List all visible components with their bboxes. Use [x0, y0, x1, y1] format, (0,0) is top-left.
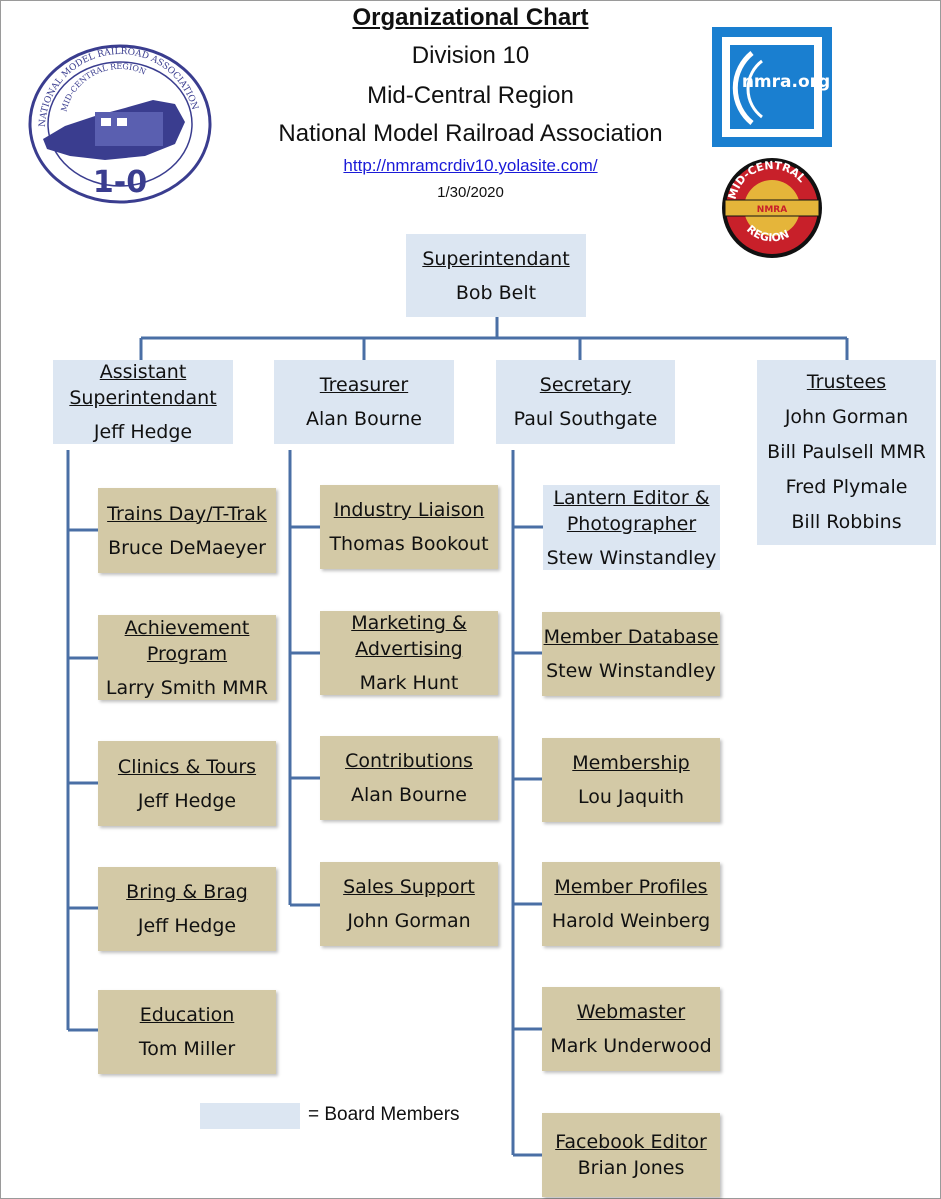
- person-name: Brian Jones: [577, 1157, 685, 1179]
- division-name: Division 10: [411, 42, 530, 69]
- secretary-box: Secretary Paul Southgate: [496, 360, 675, 444]
- person-name: Alan Bourne: [351, 784, 467, 806]
- position-box: Sales Support John Gorman: [320, 862, 498, 946]
- person-name: Thomas Bookout: [329, 533, 489, 555]
- person-name: Jeff Hedge: [137, 915, 237, 937]
- person-name: Jeff Hedge: [93, 421, 193, 443]
- person-name: Bob Belt: [455, 281, 537, 304]
- treasurer-box: Treasurer Alan Bourne: [274, 360, 454, 444]
- person-name: Jeff Hedge: [137, 789, 237, 812]
- person-name: Bill Robbins: [791, 511, 902, 533]
- position-box: Industry Liaison Thomas Bookout: [320, 485, 498, 569]
- role-title: Member Profiles: [554, 876, 708, 898]
- person-name: Bill Paulsell MMR: [767, 441, 926, 463]
- person-name: Alan Bourne: [306, 408, 422, 430]
- role-title: Facebook Editor: [555, 1131, 707, 1153]
- position-box: Webmaster Mark Underwood: [542, 987, 720, 1071]
- person-name: Harold Weinberg: [551, 910, 711, 932]
- division-10-logo: NATIONAL MODEL RAILROAD ASSOCIATION MID-…: [28, 44, 212, 204]
- page-title: Organizational Chart: [352, 4, 589, 31]
- position-box: Lantern Editor &Photographer Stew Winsta…: [543, 485, 720, 570]
- role-title: Trustees: [806, 371, 887, 393]
- person-name: Tom Miller: [138, 1038, 236, 1060]
- mid-central-region-logo: MID-CENTRAL REGION NMRA: [722, 158, 822, 258]
- superintendant-box: Superintendant Bob Belt: [406, 234, 586, 317]
- role-title: Member Database: [543, 626, 719, 648]
- person-name: Mark Hunt: [359, 672, 459, 694]
- role-title: Industry Liaison: [333, 499, 485, 521]
- position-box: Clinics & Tours Jeff Hedge: [98, 741, 276, 826]
- trustees-box: Trustees John Gorman Bill Paulsell MMR F…: [757, 360, 936, 545]
- role-title: Secretary: [539, 374, 632, 396]
- legend-label: = Board Members: [308, 1104, 460, 1125]
- role-title: Education: [139, 1004, 235, 1026]
- role-title: Lantern Editor &Photographer: [553, 486, 710, 535]
- person-name: Mark Underwood: [550, 1035, 712, 1057]
- mcr-logo-center-text: NMRA: [757, 205, 787, 215]
- position-box: Trains Day/T-Trak Bruce DeMaeyer: [98, 488, 276, 573]
- role-title: Marketing &Advertising: [351, 612, 467, 660]
- role-title: Webmaster: [576, 1001, 686, 1023]
- position-box: Contributions Alan Bourne: [320, 736, 498, 820]
- person-name: Fred Plymale: [785, 476, 908, 498]
- role-title: Bring & Brag: [126, 881, 248, 903]
- position-box: Member Profiles Harold Weinberg: [542, 862, 720, 946]
- position-box: Education Tom Miller: [98, 990, 276, 1074]
- person-name: Paul Southgate: [513, 408, 658, 430]
- person-name: Bruce DeMaeyer: [108, 536, 266, 559]
- role-title: Trains Day/T-Trak: [107, 502, 267, 525]
- position-box: Member Database Stew Winstandley: [542, 612, 720, 696]
- position-box: Marketing &Advertising Mark Hunt: [320, 611, 498, 695]
- person-name: Stew Winstandley: [546, 660, 716, 682]
- role-title: Sales Support: [343, 876, 475, 898]
- position-box: Facebook Editor Brian Jones: [542, 1113, 720, 1197]
- person-name: Larry Smith MMR: [105, 676, 269, 699]
- chart-date: 1/30/2020: [437, 184, 504, 201]
- role-title: Clinics & Tours: [117, 755, 257, 778]
- region-name: Mid-Central Region: [367, 82, 574, 109]
- person-name: John Gorman: [347, 910, 471, 932]
- person-name: John Gorman: [784, 406, 909, 428]
- role-title: Superintendant: [422, 247, 570, 270]
- locomotive-icon: [95, 112, 163, 146]
- logo-division-number: 1-0: [93, 165, 147, 200]
- person-name: Stew Winstandley: [546, 546, 717, 569]
- role-title: Treasurer: [319, 374, 409, 396]
- association-name: National Model Railroad Association: [278, 120, 663, 147]
- website-link[interactable]: http://nmramcrdiv10.yolasite.com/: [343, 156, 598, 175]
- position-box: Bring & Brag Jeff Hedge: [98, 867, 276, 951]
- position-box: Membership Lou Jaquith: [542, 738, 720, 822]
- nmra-logo: nmra.org: [712, 27, 832, 147]
- person-name: Lou Jaquith: [577, 786, 685, 808]
- nmra-logo-text: nmra.org: [742, 72, 830, 92]
- role-title: Contributions: [345, 750, 473, 772]
- role-title: Membership: [572, 752, 690, 774]
- legend-board-swatch: [200, 1103, 300, 1129]
